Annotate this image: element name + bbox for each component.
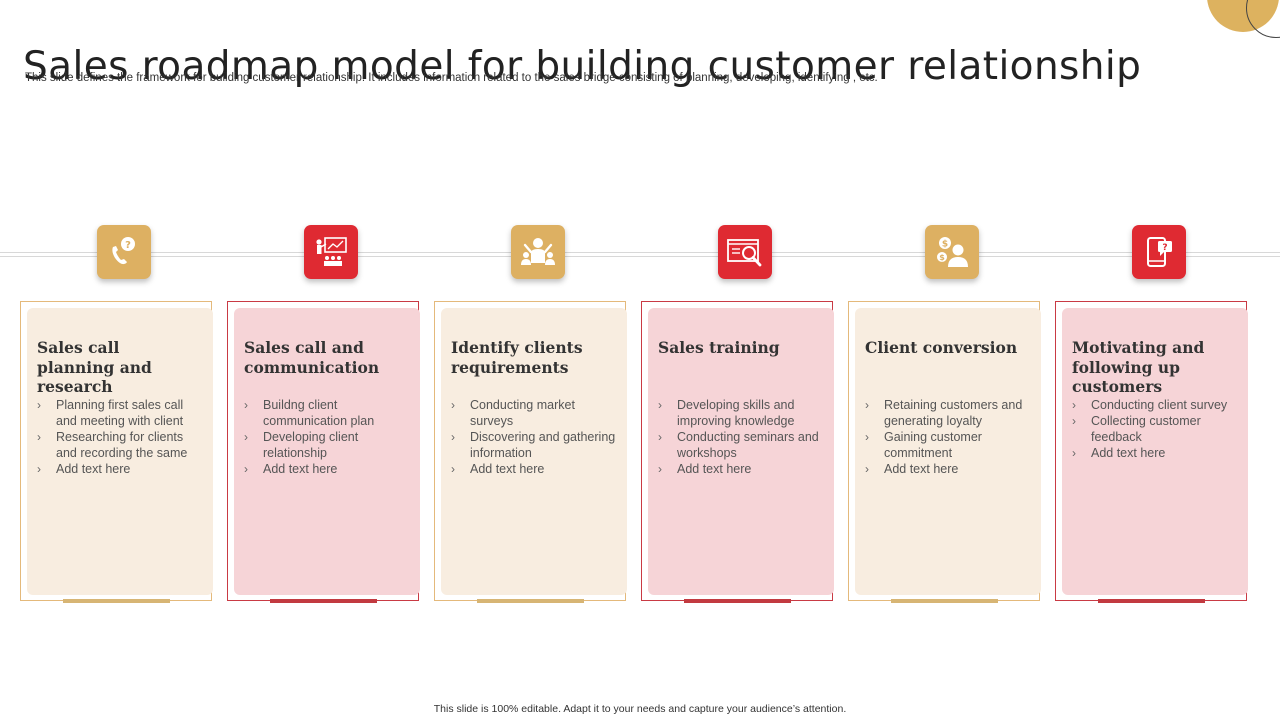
chevron-right-icon: › <box>865 430 869 444</box>
step-6-bullet-list: ›Conducting client survey ›Collecting cu… <box>1072 397 1238 461</box>
step-6-card: Motivating and following up customers ›C… <box>1055 301 1248 603</box>
step-4-title: Sales training <box>658 338 780 357</box>
page-subtitle: This slide defines the framework for bui… <box>25 72 878 84</box>
page-title: Sales roadmap model for building custome… <box>23 44 1142 90</box>
bullet-item: ›Add text here <box>37 462 131 476</box>
svg-text:$: $ <box>939 253 945 262</box>
bullet-item: ›Add text here <box>244 462 338 476</box>
step-5-card-panel <box>855 308 1041 595</box>
bullet-item: ›Collecting customer feedback <box>1072 414 1201 444</box>
chevron-right-icon: › <box>658 398 662 412</box>
chevron-right-icon: › <box>37 398 41 412</box>
chevron-right-icon: › <box>451 430 455 444</box>
chevron-right-icon: › <box>244 430 248 444</box>
step-6-accent-bar <box>1098 599 1205 603</box>
bullet-item: ›Add text here <box>865 462 959 476</box>
footer-note: This slide is 100% editable. Adapt it to… <box>433 703 847 715</box>
step-3-card: Identify clients requirements ›Conductin… <box>434 301 627 603</box>
svg-text:?: ? <box>1162 243 1167 253</box>
step-2-card-panel <box>234 308 420 595</box>
chevron-right-icon: › <box>865 398 869 412</box>
step-6-icon-box: ? <box>1132 225 1186 279</box>
chevron-right-icon: › <box>658 430 662 444</box>
step-4-icon-box <box>718 225 772 279</box>
bullet-item: ›Conducting client survey <box>1072 398 1228 412</box>
bullet-item: ›Add text here <box>451 462 545 476</box>
coins-user-icon: $ $ <box>937 237 968 267</box>
bullet-item: ›Conducting market surveys <box>451 398 575 428</box>
chevron-right-icon: › <box>37 430 41 444</box>
step-3-card-panel <box>441 308 627 595</box>
step-3-title: Identify clients requirements <box>451 338 583 377</box>
bullet-item: ›Developing skills and improving knowled… <box>658 398 795 428</box>
screen-magnifier-icon <box>727 239 762 267</box>
step-3-icon-box <box>511 225 565 279</box>
step-2-icon-box <box>304 225 358 279</box>
connector-line-top <box>0 252 1280 253</box>
step-5-bullet-list: ›Retaining customers and generating loya… <box>865 397 1031 477</box>
step-5-icon-box: $ $ <box>925 225 979 279</box>
step-1-title: Sales call planning and research <box>37 338 152 396</box>
step-2-card: Sales call and communication ›Buildng cl… <box>227 301 420 603</box>
chevron-right-icon: › <box>451 462 455 476</box>
bullet-item: ›Discovering and gathering information <box>451 430 616 460</box>
chevron-right-icon: › <box>865 462 869 476</box>
connector-line-bottom <box>0 256 1280 257</box>
chevron-right-icon: › <box>244 462 248 476</box>
chevron-right-icon: › <box>1072 398 1076 412</box>
step-3-accent-bar <box>477 599 584 603</box>
step-1-accent-bar <box>63 599 170 603</box>
bullet-item: ›Buildng client communication plan <box>244 398 375 428</box>
step-4-card-panel <box>648 308 834 595</box>
step-4-bullet-list: ›Developing skills and improving knowled… <box>658 397 824 477</box>
bullet-item: ›Add text here <box>1072 446 1166 460</box>
phone-question-icon: ? <box>112 237 135 265</box>
step-2-accent-bar <box>270 599 377 603</box>
bullet-item: ›Add text here <box>658 462 752 476</box>
step-1-card-panel <box>27 308 213 595</box>
bullet-item: ›Researching for clients and recording t… <box>37 430 188 460</box>
svg-text:?: ? <box>125 240 131 251</box>
step-2-title: Sales call and communication <box>244 338 380 377</box>
step-2-bullet-list: ›Buildng client communication plan ›Deve… <box>244 397 410 477</box>
bullet-item: ›Gaining customer commitment <box>865 430 982 460</box>
step-5-title: Client conversion <box>865 338 1018 357</box>
chevron-right-icon: › <box>451 398 455 412</box>
bullet-item: ›Retaining customers and generating loya… <box>865 398 1023 428</box>
step-5-accent-bar <box>891 599 998 603</box>
presentation-audience-icon <box>316 237 347 266</box>
chevron-right-icon: › <box>1072 414 1076 428</box>
chevron-right-icon: › <box>1072 446 1076 460</box>
chevron-right-icon: › <box>658 462 662 476</box>
step-6-card-panel <box>1062 308 1248 595</box>
mobile-chat-icon: ? <box>1147 237 1172 267</box>
step-6-title: Motivating and following up customers <box>1072 338 1205 396</box>
bullet-item: ›Conducting seminars and workshops <box>658 430 819 460</box>
step-1-bullet-list: ›Planning first sales call and meeting w… <box>37 397 203 477</box>
step-1-card: Sales call planning and research ›Planni… <box>20 301 213 603</box>
step-3-bullet-list: ›Conducting market surveys ›Discovering … <box>451 397 617 477</box>
step-5-card: Client conversion ›Retaining customers a… <box>848 301 1041 603</box>
svg-text:$: $ <box>942 240 948 250</box>
step-4-accent-bar <box>684 599 791 603</box>
step-1-icon-box: ? <box>97 225 151 279</box>
bullet-item: ›Planning first sales call and meeting w… <box>37 398 184 428</box>
chevron-right-icon: › <box>37 462 41 476</box>
group-leader-icon <box>521 238 555 265</box>
bullet-item: ›Developing client relationship <box>244 430 359 460</box>
corner-decoration-ring <box>1246 0 1280 38</box>
chevron-right-icon: › <box>244 398 248 412</box>
step-4-card: Sales training ›Developing skills and im… <box>641 301 834 603</box>
